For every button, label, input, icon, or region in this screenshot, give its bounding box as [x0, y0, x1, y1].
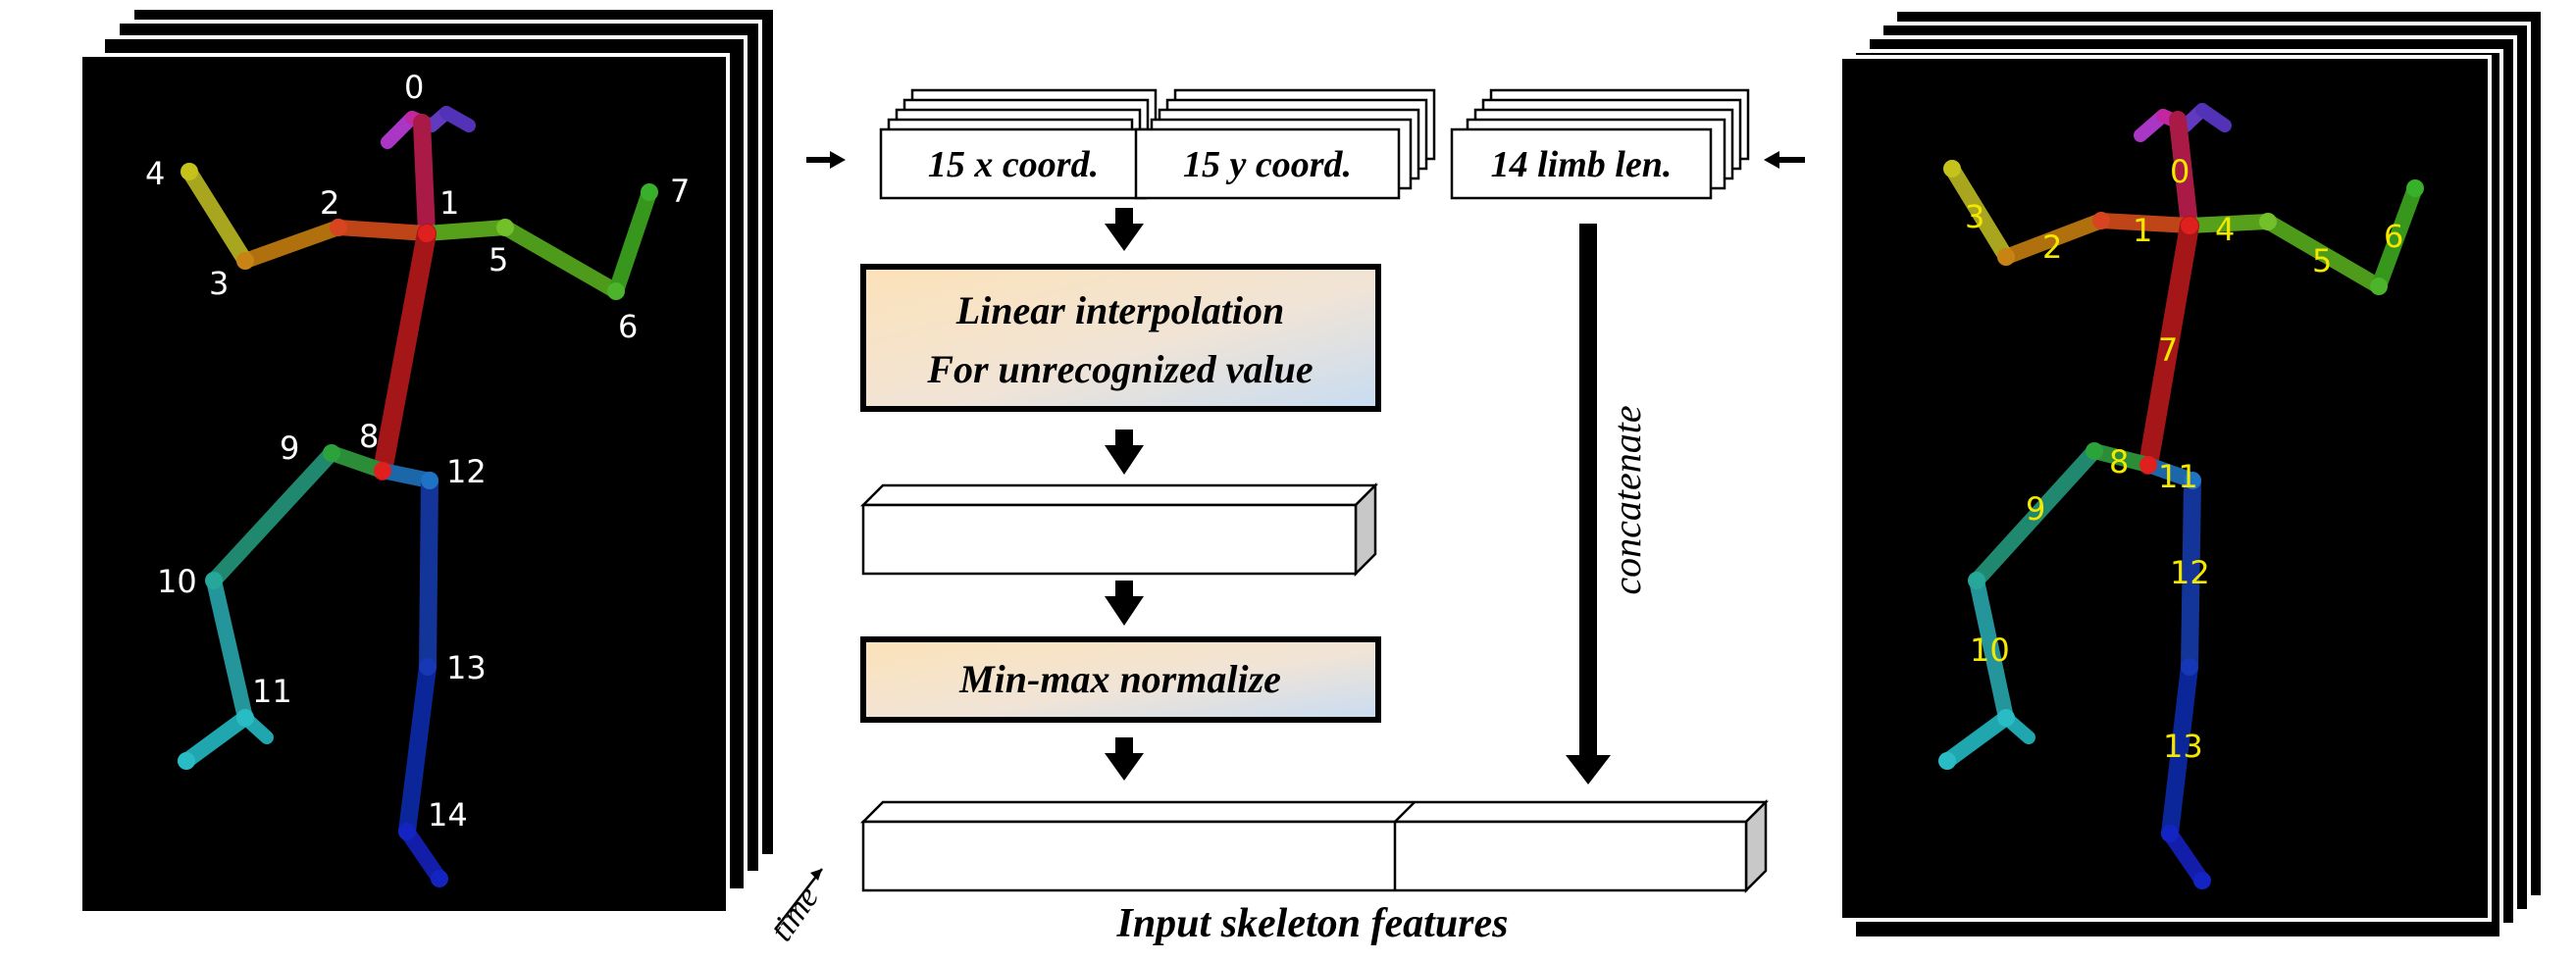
down-arrow-1 — [1105, 208, 1144, 251]
right-limb-label: 11 — [2158, 458, 2198, 495]
y-coord-card — [1134, 127, 1401, 200]
interpolation-box — [860, 264, 1381, 412]
right-limb-label: 8 — [2109, 443, 2129, 480]
right-limb-label: 7 — [2158, 331, 2178, 369]
left-joint-label: 5 — [489, 241, 508, 278]
right-limb-label: 6 — [2384, 218, 2403, 255]
right-limb-label: 13 — [2163, 728, 2203, 765]
arrow-left-icon — [1764, 151, 1779, 169]
left-joint-label: 6 — [618, 308, 638, 345]
right-limb-label: 4 — [2215, 211, 2235, 248]
interpolation-step: Linear interpolation For unrecognized va… — [860, 264, 1381, 412]
left-joint-label: 10 — [157, 563, 197, 600]
left-joint-label: 0 — [404, 69, 424, 106]
arrow-down-icon — [1105, 224, 1144, 251]
right-limb-label: 3 — [1965, 198, 1984, 235]
limb-len-label: 14 limb len. — [1491, 144, 1673, 185]
time-axis: time — [763, 868, 826, 948]
left-joint-labels: 0 1 2 3 4 5 6 7 8 9 10 11 12 13 14 — [145, 69, 690, 834]
right-skeleton-joints — [1938, 160, 2424, 889]
down-arrow-4 — [1105, 737, 1144, 781]
arrow-down-icon — [1105, 445, 1144, 475]
arrow-down-icon — [1105, 596, 1144, 626]
normalize-box — [860, 636, 1381, 723]
left-joint-label: 11 — [252, 673, 292, 710]
left-joint-label: 13 — [446, 649, 487, 686]
output-label: Input skeleton features — [1115, 901, 1508, 946]
left-joint-label: 7 — [670, 173, 690, 210]
concatenate-arrow: concatenate — [1566, 224, 1649, 784]
limb-len-card-stack — [1450, 88, 1750, 200]
left-skeleton-joints — [178, 163, 658, 887]
left-frame — [78, 53, 730, 915]
y-coord-label: 15 y coord. — [1183, 144, 1352, 185]
right-limb-label: 9 — [2026, 490, 2045, 528]
left-joint-label: 12 — [446, 453, 487, 490]
right-limb-label: 1 — [2133, 212, 2152, 249]
down-arrow-2 — [1105, 430, 1144, 475]
interpolation-title: Linear interpolation — [955, 288, 1285, 332]
y-coord-card-stack — [1134, 88, 1436, 200]
right-limb-label: 10 — [1970, 632, 2010, 669]
left-joint-label: 4 — [145, 155, 165, 192]
time-label: time — [763, 880, 826, 947]
left-joint-label: 14 — [428, 796, 468, 834]
limb-len-card — [1450, 127, 1713, 200]
input-arrows — [806, 151, 1805, 169]
arrow-down-icon — [1105, 753, 1144, 781]
arrow-right-icon — [830, 151, 846, 169]
right-limb-labels: 0 1 2 3 4 5 6 7 8 9 10 11 12 13 — [1965, 153, 2403, 765]
left-joint-label: 9 — [280, 430, 299, 467]
left-joint-label: 8 — [359, 418, 379, 455]
normalize-step: Min-max normalize — [860, 636, 1381, 723]
down-arrow-3 — [1105, 581, 1144, 626]
x-coord-label: 15 x coord. — [928, 144, 1099, 185]
right-skeleton — [1939, 103, 2423, 888]
time-arrow-icon — [810, 869, 822, 881]
interpolation-subtitle: For unrecognized value — [926, 347, 1313, 391]
normalize-label: Min-max normalize — [958, 657, 1281, 701]
right-limb-label: 0 — [2170, 153, 2190, 190]
x-coord-card-stack — [879, 88, 1158, 200]
right-frame — [1838, 55, 2492, 922]
left-joint-label: 1 — [439, 184, 459, 222]
concatenate-label: concatenate — [1605, 405, 1649, 594]
left-joint-label: 2 — [320, 184, 339, 222]
intermediate-feature-block — [859, 481, 1379, 578]
right-limb-label: 5 — [2312, 242, 2332, 279]
left-joint-label: 3 — [209, 265, 229, 302]
right-limb-label: 2 — [2042, 228, 2062, 266]
right-limb-label: 12 — [2170, 554, 2210, 591]
arrow-down-icon — [1566, 755, 1611, 784]
output-feature-block — [859, 798, 1770, 894]
